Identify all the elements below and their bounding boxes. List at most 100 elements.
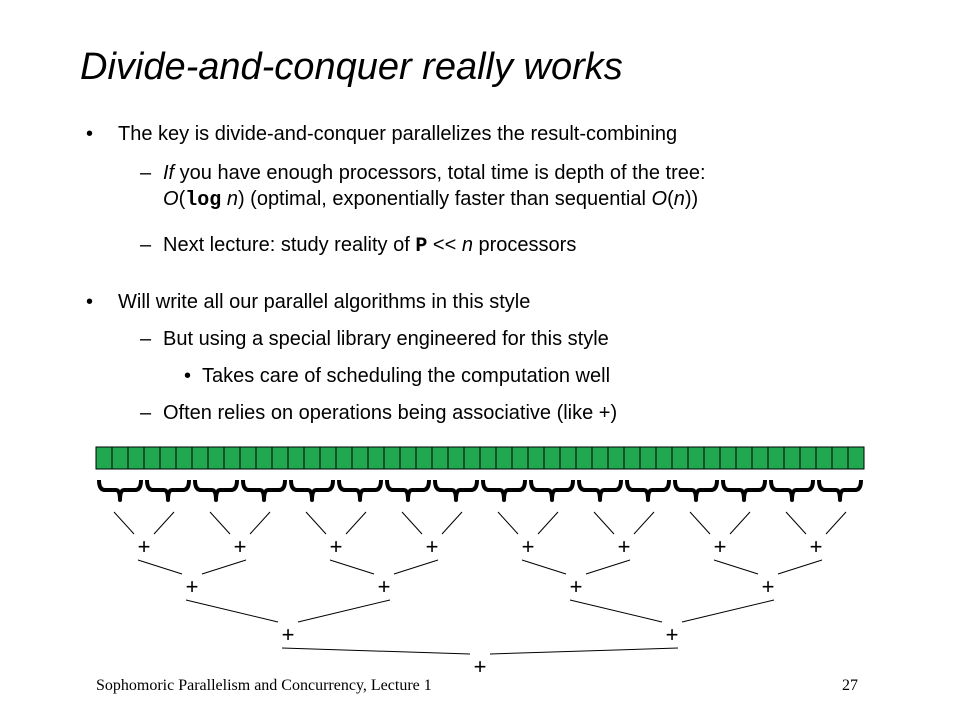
array-cell xyxy=(655,446,673,470)
array-cell xyxy=(351,446,369,470)
array-cell xyxy=(463,446,481,470)
array-cell xyxy=(159,446,177,470)
array-cell xyxy=(271,446,289,470)
array-cell xyxy=(367,446,385,470)
bullet-2-text: Will write all our parallel algorithms i… xyxy=(118,291,531,313)
tree-edge xyxy=(441,511,463,535)
group-brace xyxy=(193,479,239,502)
group-brace xyxy=(769,479,815,502)
array-cell xyxy=(847,446,865,470)
array-cell xyxy=(111,446,129,470)
group-brace xyxy=(433,479,479,502)
tree-edge xyxy=(777,559,823,575)
bullet-marker: • xyxy=(86,291,94,313)
tree-edge xyxy=(489,647,679,655)
array-cell xyxy=(239,446,257,470)
bullet-marker: • xyxy=(184,365,192,387)
plus-operator: + xyxy=(666,622,679,647)
array-cell xyxy=(799,446,817,470)
dash-marker: – xyxy=(140,234,152,256)
tree-edge xyxy=(729,511,751,535)
plus-operator: + xyxy=(762,574,775,599)
array-cell xyxy=(287,446,305,470)
sub-2-2-text: Takes care of scheduling the computation… xyxy=(202,365,611,387)
plus-operator: + xyxy=(138,534,151,559)
sub-2-1-text: But using a special library engineered f… xyxy=(163,328,609,350)
plus-operator: + xyxy=(474,654,487,679)
sub-1-2-text: Next lecture: study reality of P << n pr… xyxy=(163,234,577,258)
slide-title: Divide-and-conquer really works xyxy=(80,46,623,88)
group-brace xyxy=(481,479,527,502)
array-cell xyxy=(623,446,641,470)
array-cell xyxy=(431,446,449,470)
array-cell xyxy=(607,446,625,470)
array-cell xyxy=(127,446,145,470)
page-number: 27 xyxy=(842,677,858,694)
array-cell xyxy=(575,446,593,470)
array-cell xyxy=(767,446,785,470)
tree-edge xyxy=(329,559,375,575)
dash-marker: – xyxy=(140,162,152,184)
tree-edge xyxy=(185,599,279,623)
tree-edge xyxy=(305,511,327,535)
tree-edge xyxy=(825,511,847,535)
array-cell xyxy=(591,446,609,470)
array-cell xyxy=(479,446,497,470)
array-cell xyxy=(415,446,433,470)
plus-operator: + xyxy=(810,534,823,559)
array-cell xyxy=(751,446,769,470)
tree-edge xyxy=(393,559,439,575)
array-cell xyxy=(335,446,353,470)
array-cell xyxy=(783,446,801,470)
bullet-1-text: The key is divide-and-conquer paralleliz… xyxy=(118,123,678,145)
group-brace xyxy=(145,479,191,502)
array-cell xyxy=(703,446,721,470)
tree-edge xyxy=(401,511,423,535)
tree-edge xyxy=(593,511,615,535)
array-cell xyxy=(207,446,225,470)
array-cell xyxy=(639,446,657,470)
tree-edge xyxy=(297,599,391,623)
plus-operator: + xyxy=(186,574,199,599)
tree-edge xyxy=(785,511,807,535)
array-cell xyxy=(143,446,161,470)
sub-2-3-text: Often relies on operations being associa… xyxy=(163,402,618,424)
footer-course-title: Sophomoric Parallelism and Concurrency, … xyxy=(96,677,432,694)
plus-operator: + xyxy=(282,622,295,647)
tree-edge xyxy=(681,599,775,623)
tree-edge xyxy=(249,511,271,535)
group-brace xyxy=(385,479,431,502)
array-cell xyxy=(719,446,737,470)
plus-operator: + xyxy=(714,534,727,559)
group-brace xyxy=(625,479,671,502)
tree-edge xyxy=(497,511,519,535)
dash-marker: – xyxy=(140,402,152,424)
tree-edge xyxy=(521,559,567,575)
group-brace xyxy=(97,479,143,502)
plus-operator: + xyxy=(234,534,247,559)
plus-operator: + xyxy=(330,534,343,559)
array-cell xyxy=(495,446,513,470)
group-brace xyxy=(577,479,623,502)
array-cell xyxy=(735,446,753,470)
tree-edge xyxy=(113,511,135,535)
array-cell xyxy=(511,446,529,470)
sub-1-1-line2: O(log n) (optimal, exponentially faster … xyxy=(163,188,699,212)
tree-edge xyxy=(153,511,175,535)
array-cell xyxy=(95,446,113,470)
plus-operator: + xyxy=(522,534,535,559)
group-brace xyxy=(673,479,719,502)
array-cell xyxy=(447,446,465,470)
array-cell xyxy=(303,446,321,470)
sub-1-1-line1: If you have enough processors, total tim… xyxy=(163,162,706,184)
tree-edge xyxy=(137,559,183,575)
array-cell xyxy=(399,446,417,470)
group-brace xyxy=(721,479,767,502)
group-brace xyxy=(241,479,287,502)
tree-edge xyxy=(345,511,367,535)
plus-operator: + xyxy=(426,534,439,559)
array-cell xyxy=(191,446,209,470)
array-cell xyxy=(831,446,849,470)
bullet-marker: • xyxy=(86,123,94,145)
